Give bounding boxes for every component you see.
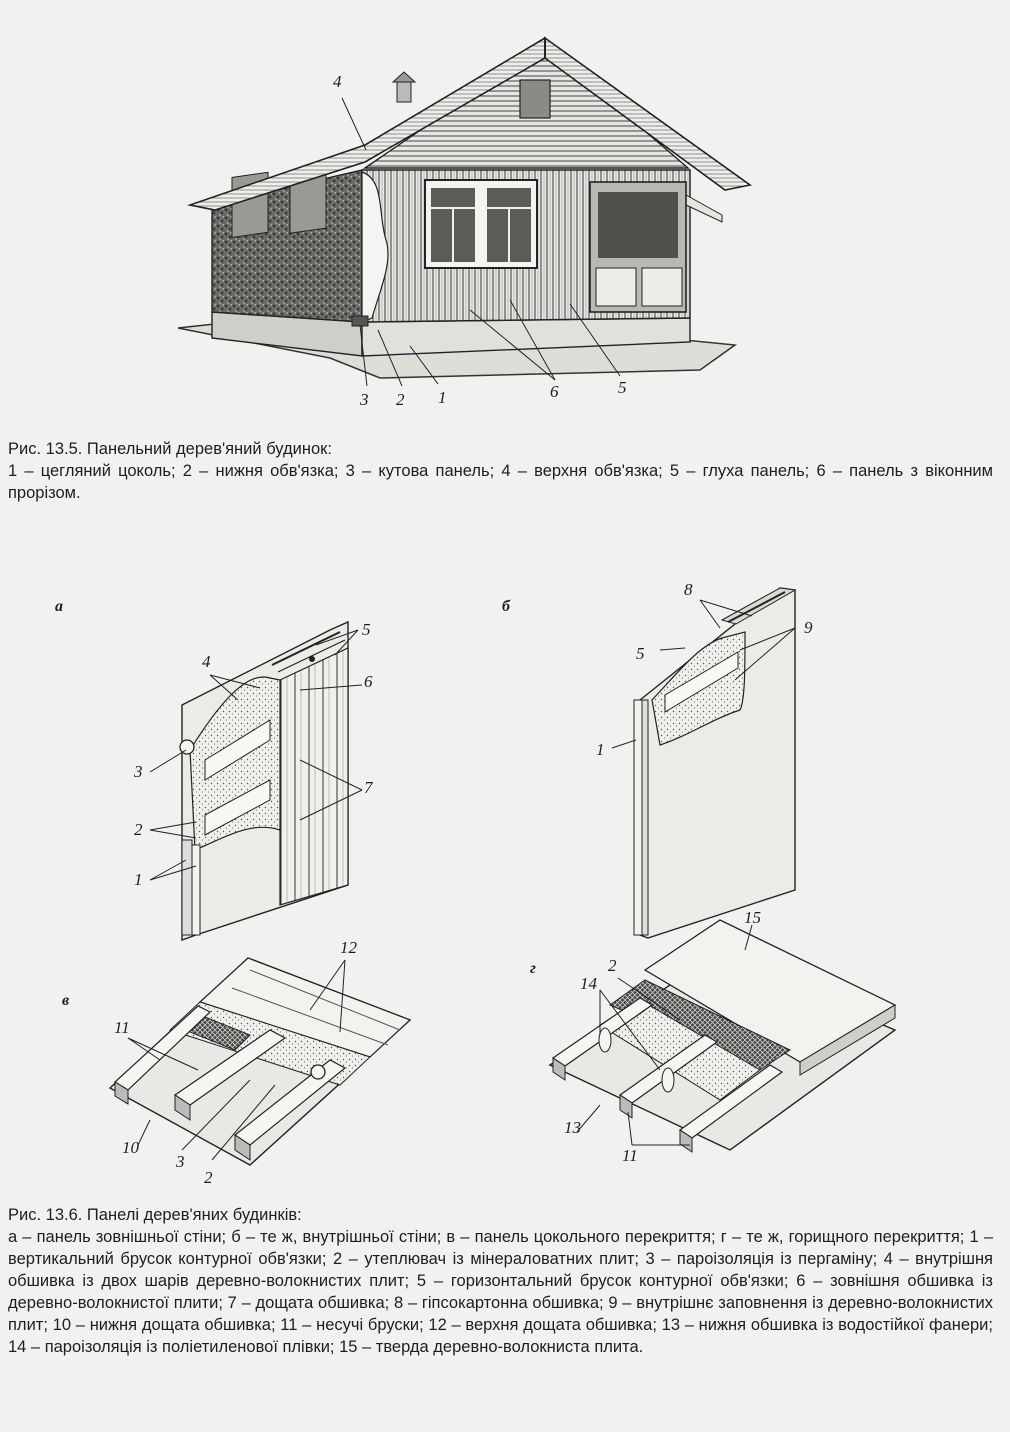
- callout-a-2: 2: [134, 820, 143, 839]
- figure-13-5-caption: Рис. 13.5. Панельний дерев'яний будинок:…: [8, 438, 993, 504]
- panels-illustration: [108, 587, 897, 1166]
- callout-g-11: 11: [622, 1146, 638, 1165]
- panel-letter-b: б: [502, 598, 510, 615]
- panel-letter-a: а: [55, 598, 63, 615]
- callout-g-15: 15: [744, 908, 761, 927]
- panel-letter-v: в: [62, 992, 70, 1009]
- callout-b-1: 1: [596, 740, 605, 759]
- figure-13-5-title: Рис. 13.5. Панельний дерев'яний будинок:: [8, 440, 332, 458]
- callout-5-house: 5: [618, 378, 627, 397]
- callout-a-6: 6: [364, 672, 373, 691]
- panel-letter-g: г: [530, 960, 536, 977]
- callout-a-5: 5: [362, 620, 371, 639]
- callout-g-13: 13: [564, 1118, 581, 1137]
- callout-4-house: 4: [333, 72, 342, 91]
- figure-13-6-title: Рис. 13.6. Панелі дерев'яних будинків:: [8, 1206, 302, 1224]
- callout-a-1: 1: [134, 870, 143, 889]
- callout-v-3: 3: [176, 1152, 185, 1171]
- figure-13-6-caption: Рис. 13.6. Панелі дерев'яних будинків: а…: [8, 1204, 993, 1358]
- callout-b-5: 5: [636, 644, 645, 663]
- callout-3-house: 3: [360, 390, 369, 409]
- callout-g-2: 2: [608, 956, 617, 975]
- callout-b-8: 8: [684, 580, 693, 599]
- callout-v-12: 12: [340, 938, 357, 957]
- callout-g-14: 14: [580, 974, 597, 993]
- callout-b-9: 9: [804, 618, 813, 637]
- callout-a-3: 3: [134, 762, 143, 781]
- callout-a-4: 4: [202, 652, 211, 671]
- figure-13-6-legend: а – панель зовнішньої стіни; б – те ж, в…: [8, 1228, 993, 1356]
- callout-1-house: 1: [438, 388, 447, 407]
- callout-a-7: 7: [364, 778, 373, 797]
- callout-v-11: 11: [114, 1018, 130, 1037]
- house-illustration: [177, 36, 752, 387]
- callout-2-house: 2: [396, 390, 405, 409]
- callout-6-house: 6: [550, 382, 559, 401]
- callout-v-2: 2: [204, 1168, 213, 1187]
- callout-v-10: 10: [122, 1138, 139, 1157]
- figure-13-5-legend: 1 – цегляний цоколь; 2 – нижня обв'язка;…: [8, 462, 993, 502]
